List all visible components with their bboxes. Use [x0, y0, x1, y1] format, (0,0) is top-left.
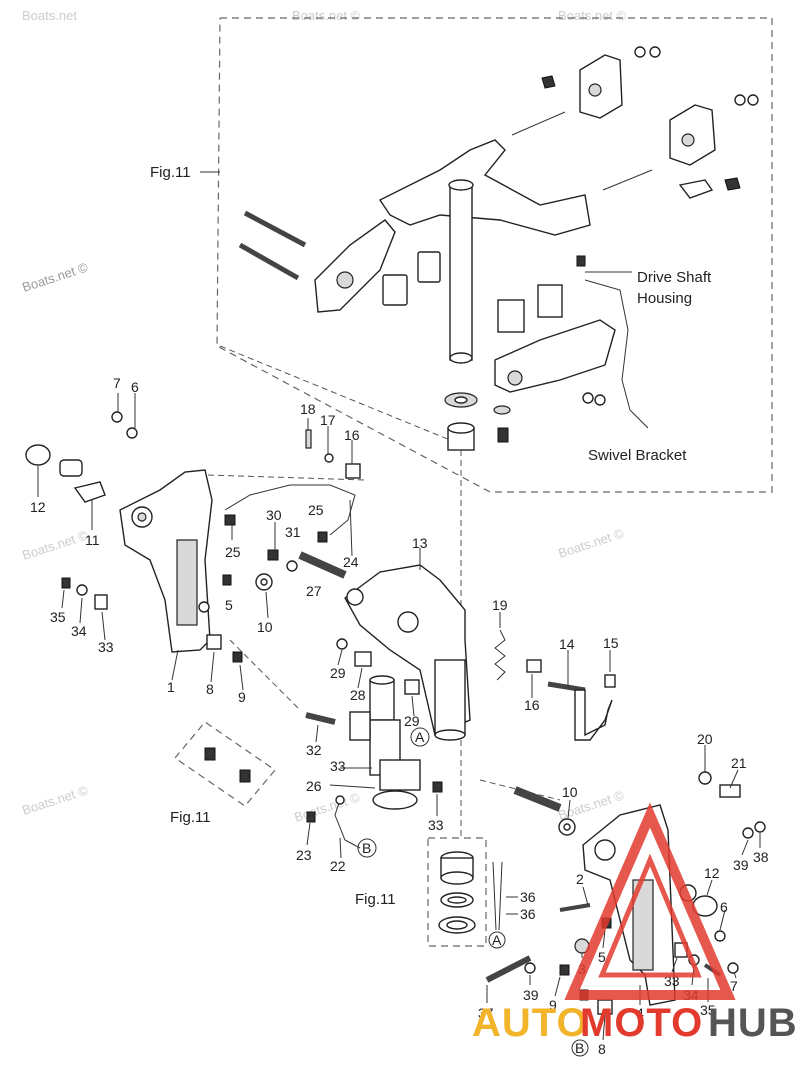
part-number: 10 [562, 784, 578, 800]
part-number: 31 [285, 524, 301, 540]
part-number: 25 [225, 544, 241, 560]
upper-mounts [511, 46, 759, 199]
part-number: 35 [50, 609, 66, 625]
part-number: 24 [343, 554, 359, 570]
part-number: 26 [306, 778, 322, 794]
connector-a-label: A [415, 729, 425, 745]
part-number: 12 [30, 499, 46, 515]
logo-text-moto: MOTO [580, 1001, 703, 1045]
part-number: 8 [598, 1041, 606, 1057]
part-number: 15 [603, 635, 619, 651]
part-number: 38 [753, 849, 769, 865]
part-number: 7 [113, 375, 121, 391]
part-number: 37 [478, 1005, 494, 1021]
part-number: 22 [330, 858, 346, 874]
part-number: 6 [720, 899, 728, 915]
swivel-bracket-label: Swivel Bracket [588, 447, 687, 464]
part-number: 5 [225, 597, 233, 613]
wire-leads [488, 861, 506, 949]
part-number: 33 [98, 639, 114, 655]
watermark: Boats.net © [20, 527, 90, 562]
part-number: 33 [428, 817, 444, 833]
part-number: 13 [412, 535, 428, 551]
part-number: 4 [636, 1005, 644, 1021]
tilt-lever [526, 659, 616, 741]
watermark: Boats.net © [292, 789, 362, 824]
watermark: Boats.net © [556, 525, 626, 560]
part-number: 27 [306, 583, 322, 599]
swivel-bracket [344, 564, 471, 741]
part-number: 36 [520, 889, 536, 905]
left-small-parts [25, 411, 273, 663]
fig11-label: Fig.11 [150, 164, 191, 181]
part-number: 33 [330, 758, 346, 774]
part-number: 25 [308, 502, 324, 518]
watermark: Boats.net © [292, 8, 361, 23]
logo-text-auto: AUTO [472, 1001, 589, 1045]
connector-b-marker-lower [571, 1039, 589, 1057]
part-number: 11 [85, 532, 100, 548]
logo-text-hub: HUB [708, 1001, 798, 1045]
part-number: 6 [131, 379, 139, 395]
part-number: 21 [731, 755, 747, 771]
ground-cable [224, 429, 361, 579]
fig11-left-frame [174, 721, 276, 807]
part-number: 36 [520, 906, 536, 922]
drive-shaft-housing-label: Housing [637, 290, 692, 307]
part-number: 10 [257, 619, 273, 635]
part-number: 28 [350, 687, 366, 703]
steering-arm [378, 139, 591, 451]
drive-shaft-label: Drive Shaft [637, 269, 712, 286]
connector-b-marker [357, 838, 377, 858]
connector-a-label-lower: A [492, 932, 502, 948]
part-number: 8 [206, 681, 214, 697]
part-number: 29 [404, 713, 420, 729]
swivel-bracket-lower [493, 255, 649, 443]
fig11-frame [216, 17, 773, 493]
part-number: 5 [598, 949, 606, 965]
watermark: Boats.net © [20, 259, 90, 294]
connector-b-label-lower: B [575, 1040, 584, 1056]
part-number: 16 [344, 427, 360, 443]
part-number: 7 [730, 978, 738, 994]
part-number: 20 [697, 731, 713, 747]
upper-left-clamp [238, 210, 441, 313]
part-number: 30 [266, 507, 282, 523]
part-number: 39 [733, 857, 749, 873]
watermark: Boats.net © [20, 782, 90, 817]
fig11-bottom-frame [427, 837, 487, 947]
part-number: 39 [523, 987, 539, 1003]
connector-b-label: B [362, 840, 371, 856]
part-number: 16 [524, 697, 540, 713]
part-number: 1 [167, 679, 175, 695]
part-number: 29 [330, 665, 346, 681]
part-number: 19 [492, 597, 508, 613]
tilt-spring [494, 629, 506, 681]
part-number: 17 [320, 412, 336, 428]
part-number: 12 [704, 865, 720, 881]
part-number: 2 [576, 871, 584, 887]
fig11-bottom-label: Fig.11 [355, 891, 396, 908]
part-number: 23 [296, 847, 312, 863]
part-number: 34 [71, 623, 87, 639]
part-number: 35 [700, 1002, 716, 1018]
fig11-left-label: Fig.11 [170, 809, 211, 826]
watermark: Boats.net [22, 8, 77, 23]
left-clamp-bracket [119, 469, 213, 653]
watermark: Boats.net © [558, 8, 627, 23]
part-number: 9 [238, 689, 246, 705]
automotohub-logo: AUTO MOTO HUB [472, 802, 798, 1045]
part-number-labels: 7 6 12 11 18 17 16 30 25 31 25 24 27 13 … [30, 375, 769, 1057]
part-number: 18 [300, 401, 316, 417]
connector-a-marker [410, 727, 430, 747]
part-number: 32 [306, 742, 322, 758]
part-number: 9 [549, 997, 557, 1013]
part-number: 14 [559, 636, 575, 652]
tilt-cylinder [305, 638, 443, 849]
